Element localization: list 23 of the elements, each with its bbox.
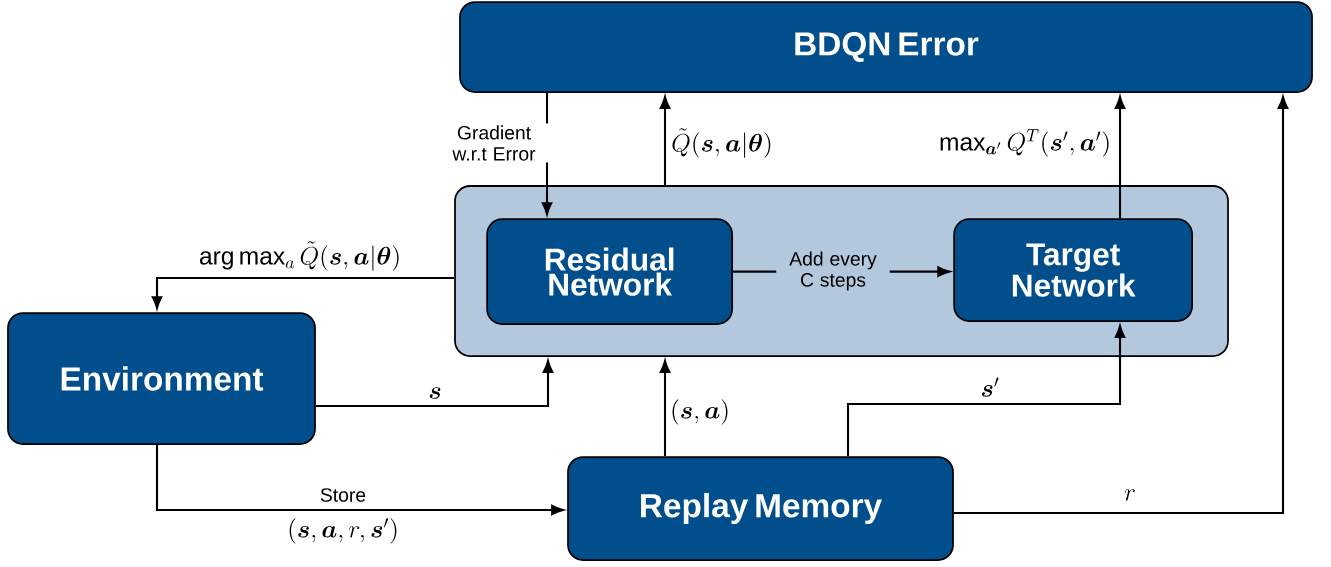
edge-label: $\boldsymbol{s}$ [426, 385, 444, 401]
edge-label: $\boldsymbol{s}'$ [978, 375, 1002, 399]
edge-label: $\arg\max_{a}\tilde{Q}(\boldsymbol{s},\boldsymbol{a}|\boldsymbol{\theta})$ [197, 239, 403, 273]
arrow [315, 360, 554, 408]
arrow [1114, 96, 1126, 219]
arrow [953, 96, 1289, 515]
edge-label: Gradient w.r.t Error [437, 123, 551, 163]
edge-label: $r$ [1122, 487, 1138, 503]
network-box: Target Network [953, 218, 1193, 322]
arrow [151, 276, 455, 309]
edge-label: $(\boldsymbol{s},\boldsymbol{a})$ [668, 397, 732, 427]
arrow [846, 325, 1126, 457]
edge-label: $\tilde{Q}(\boldsymbol{s},\boldsymbol{a}|\boldsymbol{\theta})$ [669, 126, 775, 160]
network-box: Residual Network [486, 218, 733, 325]
memory-box: Replay Memory [567, 456, 954, 561]
formula-label: $(\boldsymbol{s},\boldsymbol{a},r,\boldsymbol{s}')$ [285, 516, 401, 546]
arrow [155, 444, 564, 516]
arrow [659, 96, 671, 186]
arrow [659, 360, 671, 457]
edge-label: Store [318, 486, 368, 504]
environment-box: Environment [7, 312, 316, 445]
error-box: BDQN Error [459, 1, 1313, 93]
edge-label: $\max_{\boldsymbol{a}'} Q^{T}(\boldsymbol{s}',\boldsymbol{a}')$ [937, 127, 1113, 159]
